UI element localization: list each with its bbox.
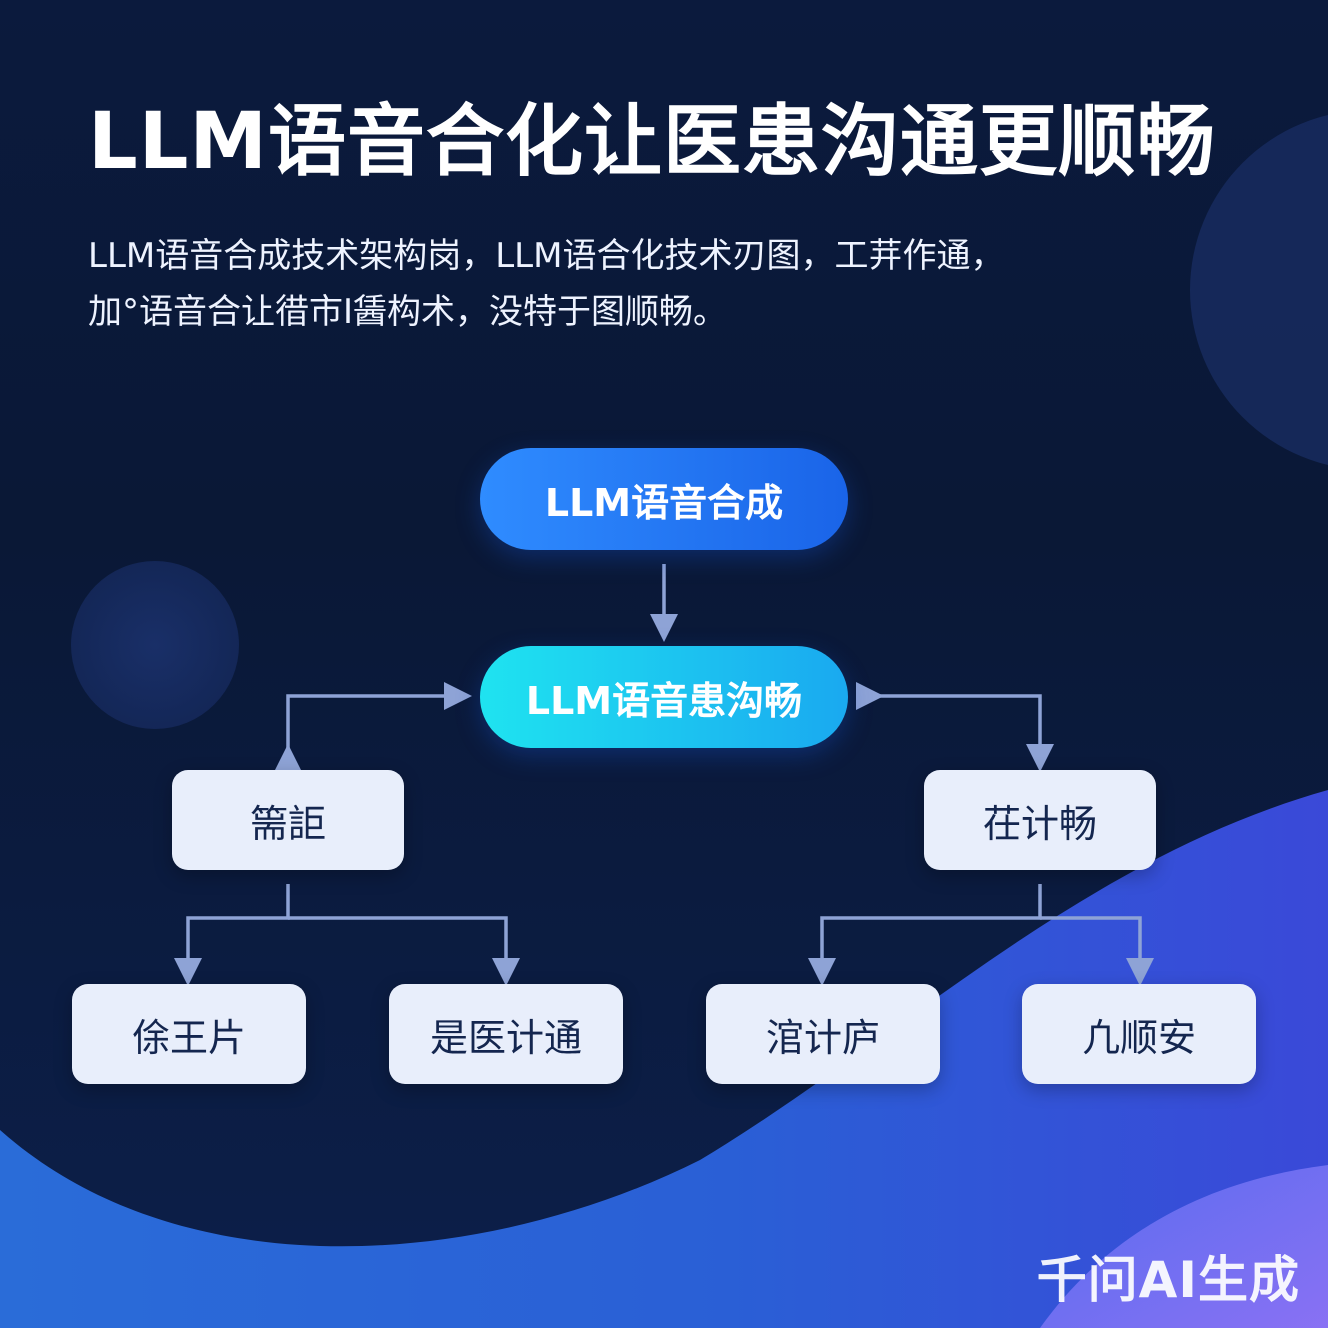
node-right-child-1: 涫计庐 (706, 984, 940, 1084)
connector-center-left (274, 682, 472, 772)
page-subtitle: LLM语音合成技术架构岗，LLM语合化技术刃图，工茾作通， 加°语音合让徣市⁠I… (88, 228, 1188, 340)
decor-wave (0, 790, 1328, 1328)
node-right-child-2: 凢顺安 (1022, 984, 1256, 1084)
node-right: 茌计畅 (924, 770, 1156, 870)
watermark: 千问AI生成 (1036, 1251, 1300, 1309)
decor-corner (1040, 1165, 1328, 1328)
node-left-child-1: 俆王片 (72, 984, 306, 1084)
subtitle-line-2: 加°语音合让徣市⁠I䣸构术，没特于图顺畅。 (88, 292, 728, 332)
node-left-child-2: 是医计通 (389, 984, 623, 1084)
node-left: 篅詎 (172, 770, 404, 870)
connector-right-branch (808, 884, 1042, 986)
decor-circle-right (1190, 115, 1328, 465)
page-title: LLM语音合化让医患沟通更顺畅 (88, 97, 1217, 187)
decor-circle-left (71, 561, 239, 729)
connector-right-branch-2 (1040, 916, 1154, 986)
connector-center-right (856, 682, 1054, 772)
node-root: LLM语音合成 (480, 448, 848, 550)
subtitle-line-1: LLM语音合成技术架构岗，LLM语合化技术刃图，工茾作通， (88, 236, 1005, 276)
connector-left-branch-2 (288, 916, 520, 986)
node-center: LLM语音患沟畅 (480, 646, 848, 748)
connector-left-branch (174, 884, 290, 986)
